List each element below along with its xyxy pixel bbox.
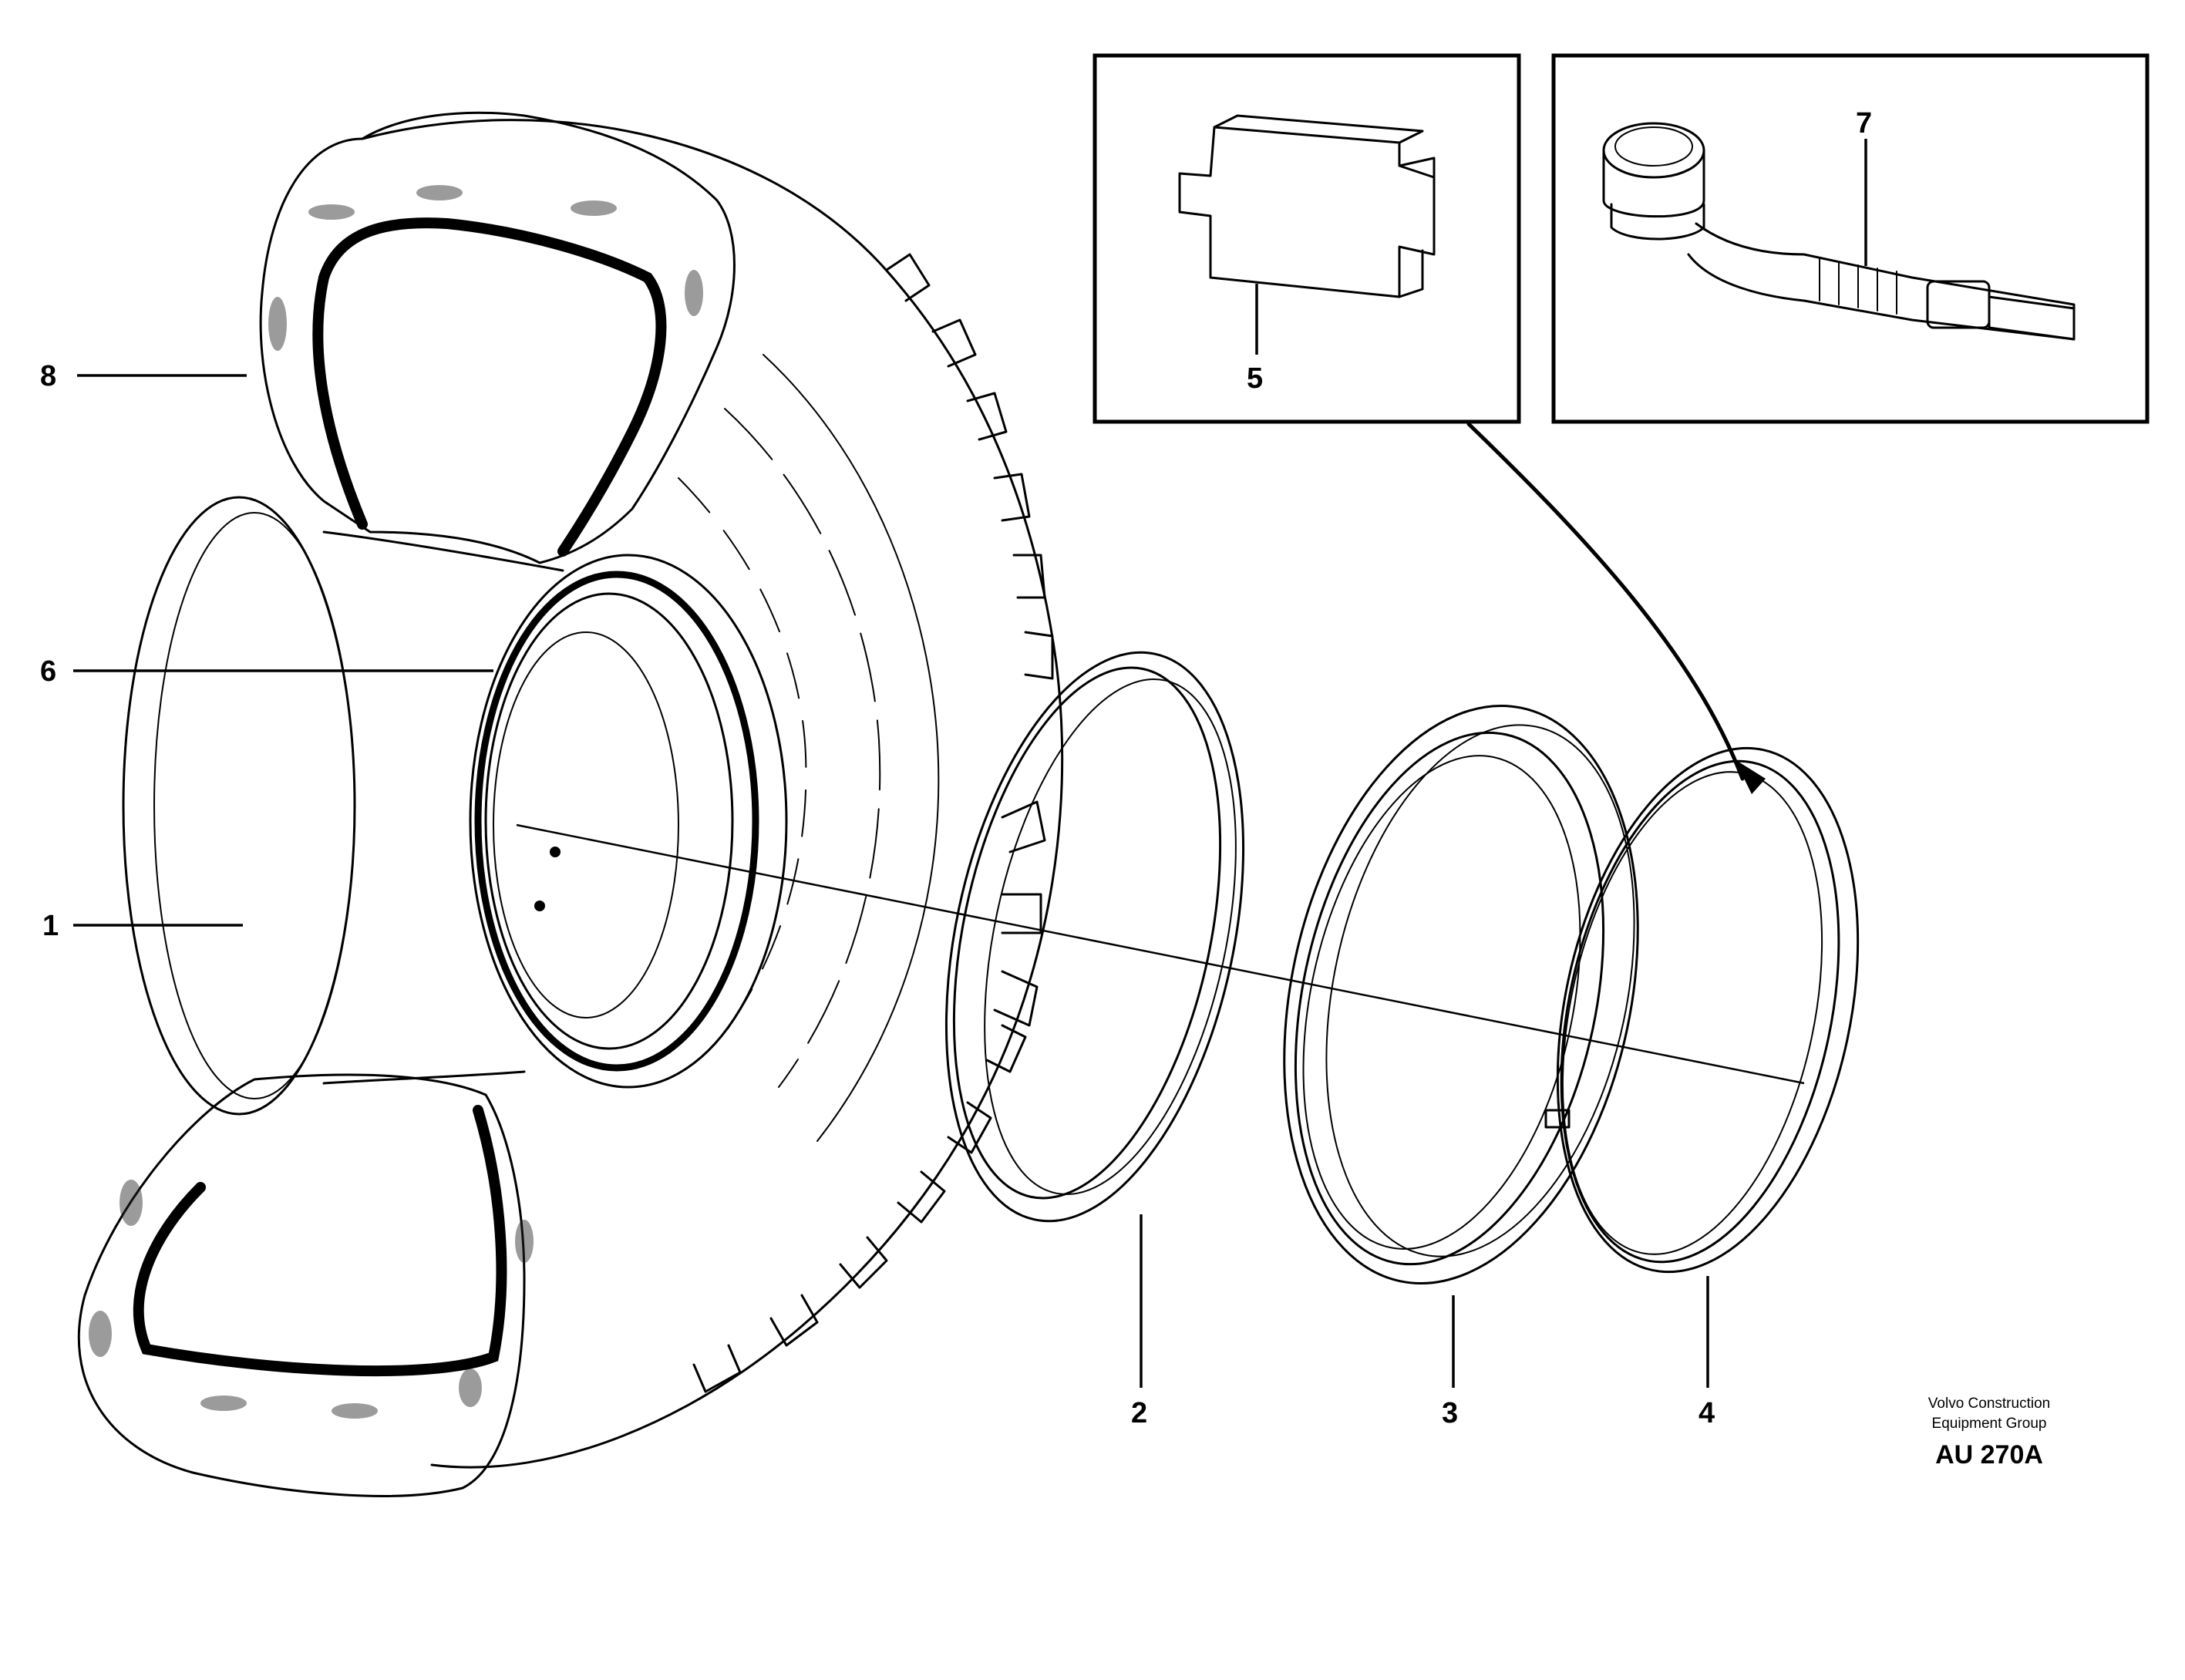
- credit-block: Volvo Construction Equipment Group AU 27…: [1928, 1396, 2050, 1470]
- callout-5: 5: [1247, 362, 1263, 395]
- credit-line-1: Volvo Construction: [1928, 1396, 2050, 1412]
- callout-8: 8: [40, 360, 56, 392]
- callout-1: 1: [42, 910, 59, 942]
- assembly-axis: [516, 823, 1805, 1085]
- rubber-texture: [89, 185, 703, 1419]
- drawing-code: AU 270A: [1935, 1440, 2043, 1470]
- callout-2: 2: [1131, 1397, 1147, 1429]
- rim: [122, 496, 788, 1116]
- callout-6: 6: [40, 655, 56, 688]
- callout-4: 4: [1699, 1397, 1715, 1429]
- callout-7: 7: [1856, 107, 1872, 140]
- callout-3: 3: [1442, 1397, 1458, 1429]
- detail-box-7: [1466, 53, 2150, 794]
- detail-box-5: [1092, 53, 1521, 424]
- leader-lines: [73, 374, 1709, 1388]
- credit-line-2: Equipment Group: [1932, 1416, 2047, 1432]
- part-4-ring: [1544, 746, 1860, 1274]
- part-2-ring: [944, 651, 1245, 1223]
- part-3-ring: [1283, 705, 1639, 1284]
- tire: [77, 111, 1064, 1497]
